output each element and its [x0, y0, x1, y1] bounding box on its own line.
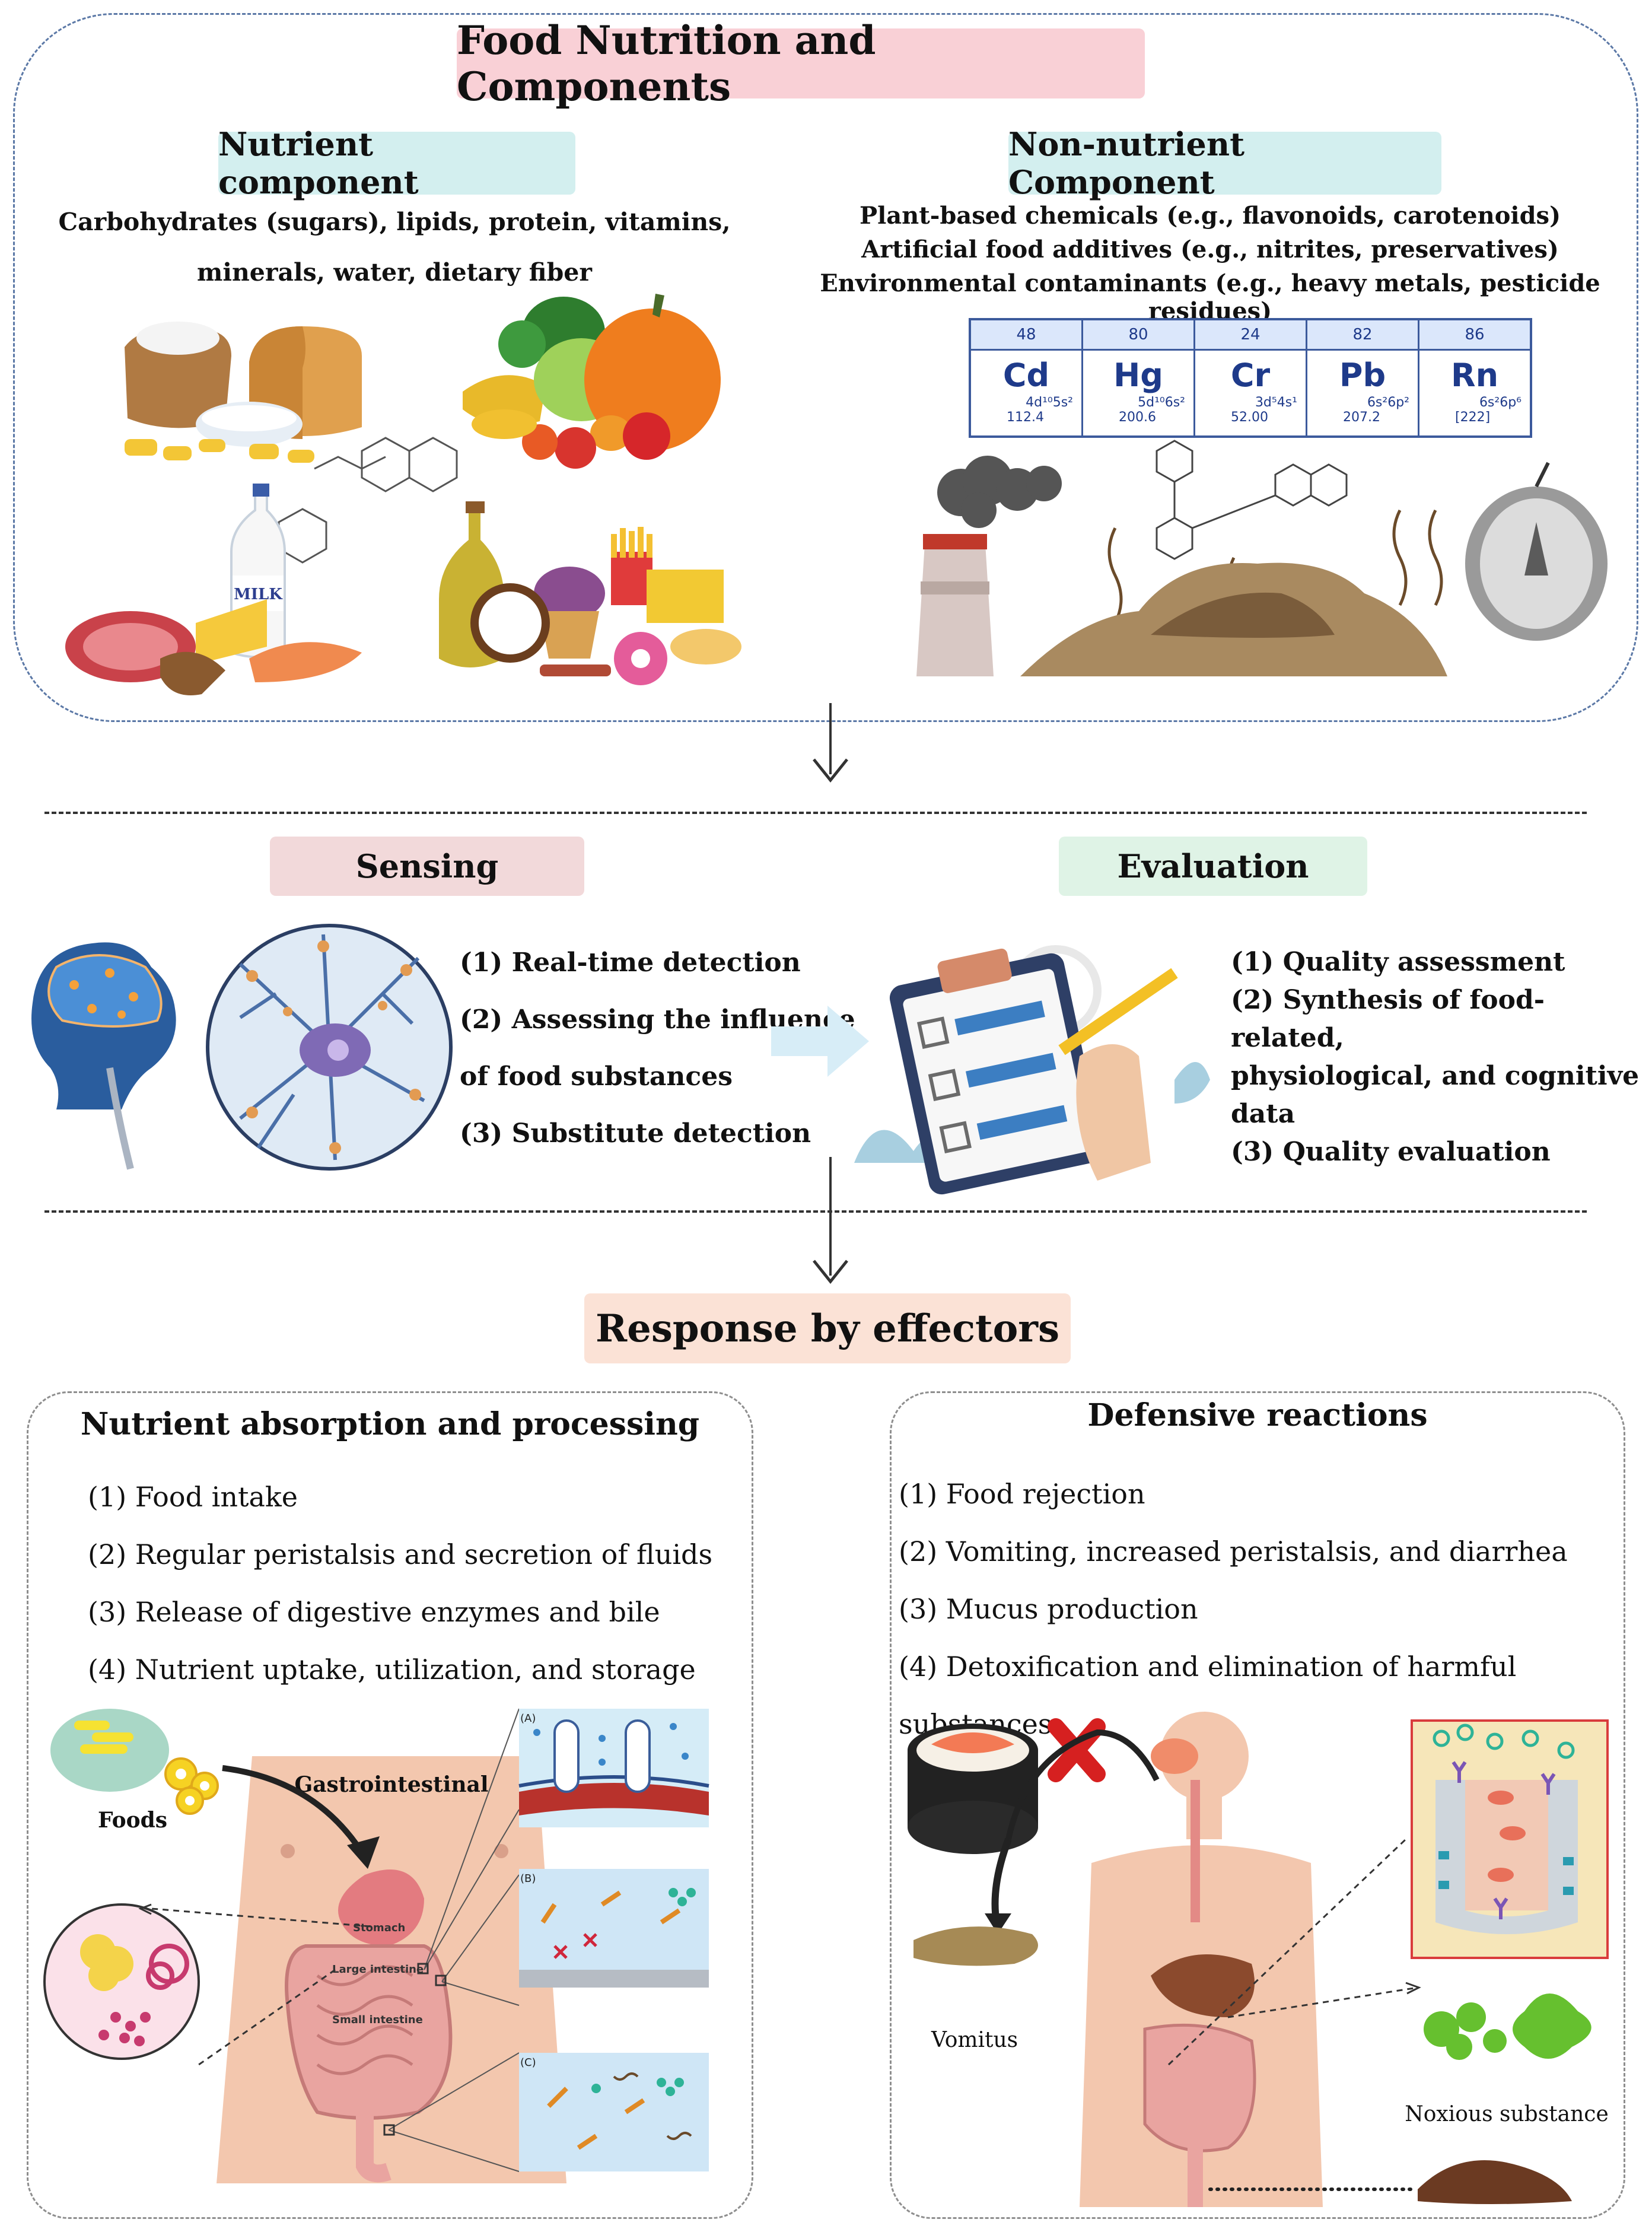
response-heading: Response by effectors: [584, 1293, 1071, 1363]
gi-label: Gastrointestinal: [294, 1772, 488, 1797]
section-divider: [44, 812, 1587, 814]
absorption-item: (2) Regular peristalsis and secretion of…: [88, 1538, 713, 1570]
vomitus-label: Vomitus: [931, 2028, 1018, 2052]
top-section-frame: [13, 13, 1638, 722]
panel-b-label: (B): [520, 1872, 536, 1885]
element-number: 82: [1307, 320, 1418, 351]
evaluation-item: (1) Quality assessment: [1231, 947, 1565, 977]
stomach-label: Stomach: [353, 1922, 405, 1934]
defensive-frame: [890, 1391, 1625, 2219]
nutrient-heading: Nutrient component: [218, 125, 575, 201]
nutrient-line-1: Carbohydrates (sugars), lipids, protein,…: [58, 208, 731, 236]
defensive-list: (1) Food rejection (2) Vomiting, increas…: [899, 1465, 1652, 1753]
evaluation-heading: Evaluation: [1059, 837, 1367, 896]
nutrient-foods-illustration: MILK: [65, 294, 741, 695]
non-nutrient-line-3: Environmental contaminants (e.g., heavy …: [820, 269, 1600, 325]
sensing-heading: Sensing: [270, 837, 584, 896]
digestion-illustration: Foods Gastrointestinal Stomach Large int…: [43, 1708, 709, 2183]
element-config: 5d¹⁰6s²: [1138, 395, 1185, 410]
element-cell: 86 Rn 6s²6p⁶ [222]: [1419, 320, 1530, 435]
absorption-frame: [27, 1391, 753, 2219]
sensing-item: (3) Substitute detection: [460, 1118, 811, 1149]
panel-c-label: (C): [520, 2056, 536, 2069]
element-number: 48: [971, 320, 1081, 351]
small-intestine-label: Small intestine: [332, 2014, 423, 2026]
evaluation-item: physiological, and cognitive: [1231, 1061, 1640, 1091]
element-config: 3d⁵4s¹: [1255, 395, 1297, 410]
absorption-item: (3) Release of digestive enzymes and bil…: [88, 1596, 660, 1628]
main-title: Food Nutrition and Components: [457, 17, 1145, 110]
element-mass: 52.00: [1231, 410, 1268, 425]
sensing-item: of food substances: [460, 1061, 733, 1092]
noxious-label: Noxious substance: [1405, 2102, 1609, 2126]
sensing-item: (1) Real-time detection: [460, 948, 801, 978]
element-mass: 200.6: [1119, 410, 1156, 425]
element-symbol: Cr: [1230, 357, 1271, 394]
element-symbol: Hg: [1113, 357, 1163, 394]
non-nutrient-line-1: Plant-based chemicals (e.g., flavonoids,…: [859, 202, 1561, 230]
panel-a-label: (A): [520, 1712, 536, 1725]
defensive-item: (3) Mucus production: [899, 1593, 1198, 1625]
nutrient-line-2: minerals, water, dietary fiber: [197, 258, 592, 287]
element-symbol: Rn: [1450, 357, 1499, 394]
element-symbol: Cd: [1002, 357, 1050, 394]
absorption-heading: Nutrient absorption and processing: [80, 1406, 700, 1442]
flow-arrow: [813, 1157, 848, 1284]
element-cell: 80 Hg 5d¹⁰6s² 200.6: [1083, 320, 1195, 435]
evaluation-item: (3) Quality evaluation: [1231, 1137, 1551, 1167]
element-config: 6s²6p²: [1367, 395, 1409, 410]
absorption-item: (1) Food intake: [88, 1481, 298, 1513]
milk-label: MILK: [234, 586, 283, 603]
element-cell: 82 Pb 6s²6p² 207.2: [1307, 320, 1419, 435]
clipboard-illustration: [854, 945, 1210, 1195]
element-mass: 112.4: [1007, 410, 1044, 425]
element-number: 24: [1195, 320, 1306, 351]
sensing-list: (1) Real-time detection (2) Assessing th…: [460, 934, 855, 1162]
absorption-list: (1) Food intake (2) Regular peristalsis …: [88, 1468, 712, 1699]
defensive-item: (4) Detoxification and elimination of ha…: [899, 1651, 1517, 1740]
contaminants-illustration: [916, 440, 1608, 676]
element-cell: 24 Cr 3d⁵4s¹ 52.00: [1195, 320, 1307, 435]
element-symbol: Pb: [1339, 357, 1386, 394]
defensive-heading: Defensive reactions: [1087, 1397, 1428, 1433]
section-divider: [44, 1210, 1587, 1213]
defensive-item: (1) Food rejection: [899, 1478, 1145, 1510]
element-number: 80: [1083, 320, 1193, 351]
non-nutrient-line-2: Artificial food additives (e.g., nitrite…: [861, 236, 1559, 263]
element-mass: [222]: [1455, 410, 1491, 425]
element-mass: 207.2: [1343, 410, 1380, 425]
foods-label: Foods: [98, 1808, 167, 1833]
defensive-illustration: Vomitus Noxious substance: [908, 1712, 1609, 2207]
element-number: 86: [1419, 320, 1530, 351]
absorption-item: (4) Nutrient uptake, utilization, and st…: [88, 1654, 696, 1686]
sensing-to-evaluation-arrow: [771, 1006, 869, 1077]
flow-arrow: [813, 703, 848, 783]
evaluation-item: (2) Synthesis of food-related,: [1231, 985, 1545, 1053]
element-config: 6s²6p⁶: [1479, 395, 1522, 410]
brain-head-illustration: [31, 942, 176, 1170]
defensive-item: (2) Vomiting, increased peristalsis, and…: [899, 1535, 1568, 1568]
periodic-table-strip: 48 Cd 4d¹⁰5s² 112.4 80 Hg 5d¹⁰6s² 200.6 …: [969, 318, 1532, 438]
element-cell: 48 Cd 4d¹⁰5s² 112.4: [971, 320, 1083, 435]
evaluation-list: (1) Quality assessment (2) Synthesis of …: [1231, 943, 1652, 1171]
non-nutrient-heading: Non-nutrient Component: [1008, 125, 1441, 201]
neuron-illustration: [206, 924, 453, 1171]
element-config: 4d¹⁰5s²: [1026, 395, 1073, 410]
large-intestine-label: Large intestine: [332, 1963, 424, 1976]
evaluation-item: data: [1231, 1099, 1296, 1129]
